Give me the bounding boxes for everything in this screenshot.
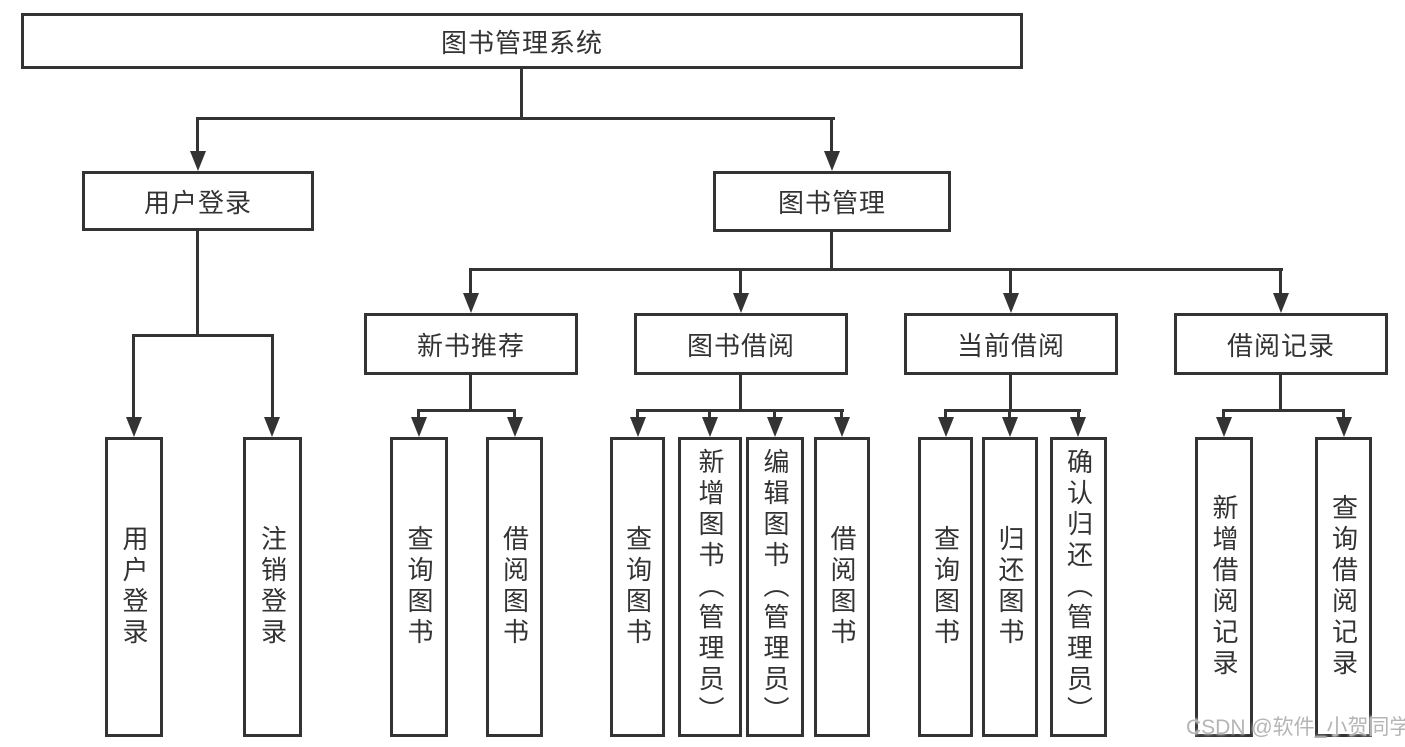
connector-to-new-book-recommend [469,268,472,295]
connector-to-bb-query-book [636,409,639,419]
node-current-borrowing-label: 当前借阅 [956,330,1065,361]
connector-to-bb-edit-book [773,409,776,419]
connector-book-borrowing-stem [739,375,742,412]
arrow-to-borrowing-records-icon [1273,293,1289,313]
connector-to-nbr-query-book [417,409,420,419]
node-new-book-recommend: 新书推荐 [364,313,578,375]
arrow-to-br-add-record-icon [1216,417,1232,437]
node-book-management-group-label: 图书管理 [777,188,886,218]
connector-to-book-borrowing [739,268,742,295]
connector-to-borrowing-records [1279,268,1282,295]
arrow-to-cb-confirm-return-icon [1070,417,1086,437]
node-book-management-group: 图书管理 [713,171,951,232]
connector-borrowing-records-stem [1279,375,1282,412]
connector-to-br-query-record [1342,409,1345,419]
connector-to-logout [271,334,274,419]
arrow-to-logout-icon [264,417,280,437]
node-user-login-group-label: 用户登录 [143,187,252,218]
connector-new-book-recommend-stem [469,375,472,412]
node-book-borrowing: 图书借阅 [634,313,848,375]
node-leaf-cb-return-book: 归还图书 [982,437,1038,737]
connector-book-management-stem [830,232,833,271]
arrow-to-cb-query-book-icon [938,417,954,437]
connector-to-bb-borrow-book [840,409,843,419]
arrow-to-current-borrowing-icon [1003,293,1019,313]
node-leaf-br-add-record: 新增借阅记录 [1195,437,1253,737]
node-leaf-nbr-borrow-book: 借阅图书 [486,437,543,737]
arrow-to-bb-edit-book-icon [767,417,783,437]
node-leaf-br-add-record-label: 新增借阅记录 [1209,494,1239,680]
connector-to-book-management [830,117,833,153]
node-leaf-cb-confirm-return-label: 确认归还（管理员） [1063,447,1094,727]
connector-to-cb-confirm-return [1077,409,1080,419]
node-leaf-bb-add-book-label: 新增图书（管理员） [695,447,725,727]
node-user-login-group: 用户登录 [82,171,314,231]
node-leaf-logout-label: 注销登录 [257,525,288,649]
arrow-to-br-query-record-icon [1336,417,1352,437]
node-current-borrowing: 当前借阅 [904,313,1118,375]
node-leaf-bb-borrow-book-label: 借阅图书 [827,525,857,649]
node-leaf-cb-query-book-label: 查询图书 [930,525,961,649]
node-borrowing-records-label: 借阅记录 [1226,330,1335,361]
connector-level3-branch [469,268,1283,271]
connector-user-login-branch [132,334,274,337]
node-leaf-cb-return-book-label: 归还图书 [995,525,1025,649]
node-leaf-user-login-label: 用户登录 [119,525,149,649]
arrow-to-nbr-borrow-book-icon [507,417,523,437]
connector-new-book-recommend-branch [417,409,516,412]
connector-to-login [132,334,135,419]
arrow-to-bb-add-book-icon [702,417,718,437]
arrow-to-nbr-query-book-icon [411,417,427,437]
node-leaf-bb-edit-book: 编辑图书（管理员） [746,437,804,737]
connector-borrowing-records-branch [1222,409,1345,412]
arrow-to-bb-borrow-book-icon [834,417,850,437]
connector-to-br-add-record [1222,409,1225,419]
arrow-to-cb-return-book-icon [1002,417,1018,437]
node-root: 图书管理系统 [21,13,1023,69]
node-leaf-cb-query-book: 查询图书 [918,437,973,737]
node-root-label: 图书管理系统 [440,27,603,58]
connector-current-borrowing-branch [944,409,1081,412]
node-leaf-nbr-query-book: 查询图书 [390,437,448,737]
node-new-book-recommend-label: 新书推荐 [416,330,525,361]
node-book-borrowing-label: 图书借阅 [686,330,795,361]
connector-to-cb-query-book [944,409,947,419]
node-leaf-user-login: 用户登录 [105,437,163,737]
arrow-to-new-book-recommend-icon [463,293,479,313]
arrow-to-bb-query-book-icon [630,417,646,437]
connector-to-user-login [196,117,199,153]
node-leaf-logout: 注销登录 [243,437,302,737]
csdn-watermark: CSDN @软件_小贺同学 [1186,716,1405,739]
connector-to-cb-return-book [1008,409,1011,419]
node-leaf-bb-edit-book-label: 编辑图书（管理员） [760,447,790,727]
node-leaf-bb-borrow-book: 借阅图书 [814,437,870,737]
node-leaf-bb-add-book: 新增图书（管理员） [678,437,742,737]
connector-to-current-borrowing [1009,268,1012,295]
connector-root-stem [520,69,523,120]
node-leaf-bb-query-book: 查询图书 [610,437,665,737]
node-leaf-bb-query-book-label: 查询图书 [622,525,653,649]
connector-book-borrowing-branch [636,409,844,412]
arrow-to-user-login-icon [190,151,206,171]
node-leaf-cb-confirm-return: 确认归还（管理员） [1050,437,1107,737]
connector-current-borrowing-stem [1009,375,1012,412]
arrow-to-login-icon [126,417,142,437]
node-leaf-nbr-borrow-book-label: 借阅图书 [499,525,530,649]
node-leaf-br-query-record-label: 查询借阅记录 [1328,494,1359,680]
arrow-to-book-borrowing-icon [733,293,749,313]
node-leaf-br-query-record: 查询借阅记录 [1315,437,1372,737]
connector-to-nbr-borrow-book [513,409,516,419]
connector-to-bb-add-book [708,409,711,419]
arrow-to-book-management-icon [824,151,840,171]
node-leaf-nbr-query-book-label: 查询图书 [404,525,434,649]
node-borrowing-records: 借阅记录 [1174,313,1388,375]
connector-level2-branch [196,117,835,120]
connector-user-login-stem [196,231,199,337]
